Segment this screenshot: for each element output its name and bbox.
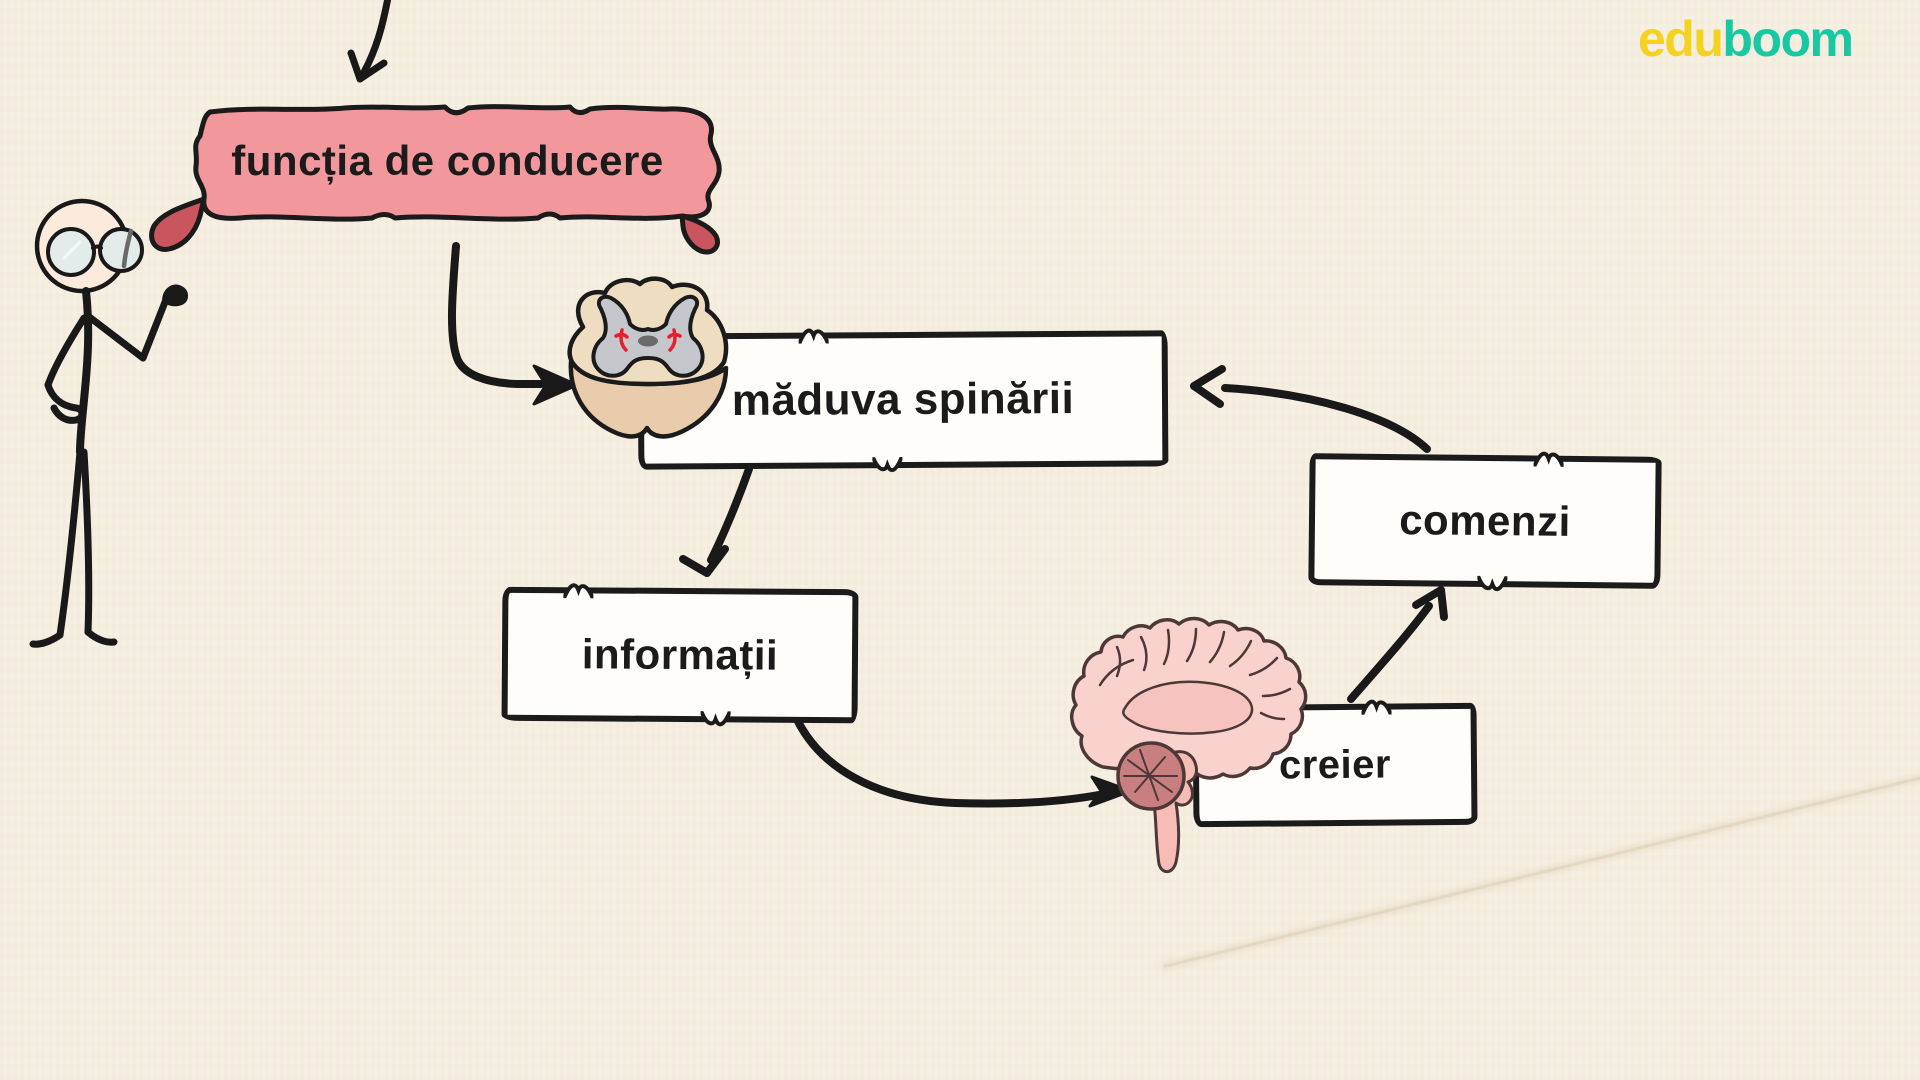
node-commands: comenzi (1308, 451, 1662, 592)
stick-figure-illustration (29, 198, 189, 648)
border-notch (872, 457, 903, 473)
node-brain: creier (1192, 699, 1478, 828)
border-notch (1533, 451, 1564, 467)
brain-stem (1149, 750, 1198, 874)
ribbon-fold-right (679, 213, 720, 255)
cerebellum-lines (1123, 749, 1178, 801)
glasses-left-lens (46, 227, 96, 277)
arrow-commands-to-spinal-cord (1190, 365, 1431, 453)
node-information: informații (501, 583, 859, 727)
logo-boom-part: boom (1722, 11, 1854, 67)
arrow-top-to-banner (347, 0, 392, 83)
arrow-banner-to-spinal-cord (447, 242, 579, 406)
node-brain-label: creier (1278, 742, 1392, 787)
border-notch (700, 711, 731, 727)
eduboom-logo: eduboom (1638, 11, 1854, 67)
logo-edu-part: edu (1638, 11, 1724, 67)
arrow-information-to-brain (790, 709, 1133, 808)
border-notch (798, 328, 830, 344)
node-spinal-cord-label: măduva spinării (731, 373, 1075, 426)
glasses-right-lens (98, 227, 144, 273)
node-information-label: informații (581, 630, 779, 679)
node-commands-label: comenzi (1398, 496, 1572, 545)
arrow-brain-to-commands (1347, 586, 1448, 703)
banner-title: funcția de conducere (231, 137, 664, 184)
figure-head (34, 198, 130, 294)
brain-cerebellum (1116, 741, 1186, 811)
node-spinal-cord: măduva spinării (637, 328, 1169, 473)
border-notch (563, 583, 594, 599)
border-notch (1477, 575, 1508, 592)
border-notch (1361, 699, 1392, 715)
arrow-spinal-cord-to-information (679, 465, 753, 577)
